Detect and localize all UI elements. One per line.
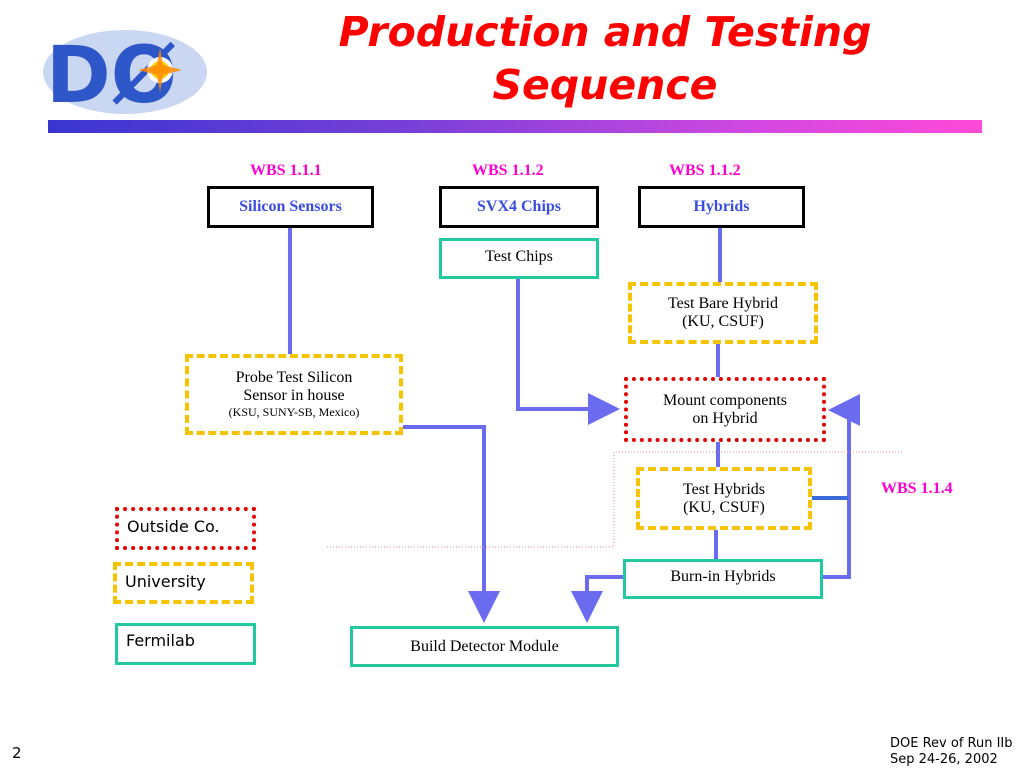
mount-components-box: Mount components on Hybrid: [624, 377, 826, 442]
build-detector-module-label: Build Detector Module: [410, 637, 559, 655]
burn-in-hybrids-box: Burn-in Hybrids: [623, 559, 823, 599]
test-hybrids-line-2: (KU, CSUF): [683, 498, 765, 516]
page-title: Production and Testing Sequence: [300, 6, 910, 112]
connector-testchips-mount: [516, 279, 620, 425]
probe-test-line-3: (KSU, SUNY-SB, Mexico): [228, 405, 360, 419]
mount-components-line-1: Mount components: [663, 391, 787, 409]
d0-logo: DØ: [40, 20, 220, 121]
probe-test-line-1: Probe Test Silicon: [235, 369, 353, 386]
probe-test-line-2: Sensor in house: [243, 387, 345, 404]
burn-in-hybrids-label: Burn-in Hybrids: [670, 568, 776, 585]
d0-logo-graphic: DØ: [43, 30, 207, 121]
test-hybrids-line-1: Test Hybrids: [683, 480, 765, 498]
footer-text: DOE Rev of Run IIb Sep 24-26, 2002: [890, 736, 1020, 768]
hybrids-box: Hybrids: [638, 186, 805, 228]
hybrids-label: Hybrids: [693, 198, 750, 215]
legend-outside-co: Outside Co.: [115, 507, 256, 550]
silicon-sensors-box: Silicon Sensors: [207, 186, 374, 228]
test-bare-hybrid-line-1: Test Bare Hybrid: [668, 295, 778, 312]
title-line-1: Production and Testing: [338, 8, 872, 56]
legend-outside-co-label: Outside Co.: [127, 517, 220, 536]
test-hybrids-box: Test Hybrids (KU, CSUF): [636, 467, 812, 530]
probe-test-box: Probe Test Silicon Sensor in house (KSU,…: [185, 354, 403, 435]
svx4-chips-box: SVX4 Chips: [439, 186, 599, 228]
test-chips-label: Test Chips: [485, 248, 553, 265]
wbs-label-chips: WBS 1.1.2: [472, 162, 544, 179]
footer-line-2: Sep 24-26, 2002: [890, 752, 998, 767]
legend-fermilab: Fermilab: [115, 623, 256, 665]
footer-line-1: DOE Rev of Run IIb: [890, 736, 1013, 751]
connector-burnin-mount: [822, 394, 860, 579]
connector-burnin-build: [571, 575, 624, 623]
title-line-2: Sequence: [492, 61, 718, 109]
test-chips-box: Test Chips: [439, 238, 599, 279]
svx4-chips-label: SVX4 Chips: [476, 198, 562, 215]
wbs-label-sensors: WBS 1.1.1: [250, 162, 322, 179]
legend-university-label: University: [125, 572, 206, 591]
connector-probe-build: [402, 425, 500, 623]
wbs-label-test-hybrids: WBS 1.1.4: [881, 480, 953, 497]
legend-fermilab-label: Fermilab: [126, 631, 195, 650]
test-bare-hybrid-line-2: (KU, CSUF): [682, 313, 764, 330]
page-number: 2: [12, 744, 22, 762]
title-gradient-bar: [48, 120, 982, 133]
legend-university: University: [113, 562, 254, 604]
build-detector-module-box: Build Detector Module: [350, 626, 619, 667]
mount-components-line-2: on Hybrid: [692, 409, 758, 427]
test-bare-hybrid-box: Test Bare Hybrid (KU, CSUF): [628, 282, 818, 344]
wbs-label-hybrids: WBS 1.1.2: [669, 162, 741, 179]
silicon-sensors-label: Silicon Sensors: [239, 198, 342, 215]
